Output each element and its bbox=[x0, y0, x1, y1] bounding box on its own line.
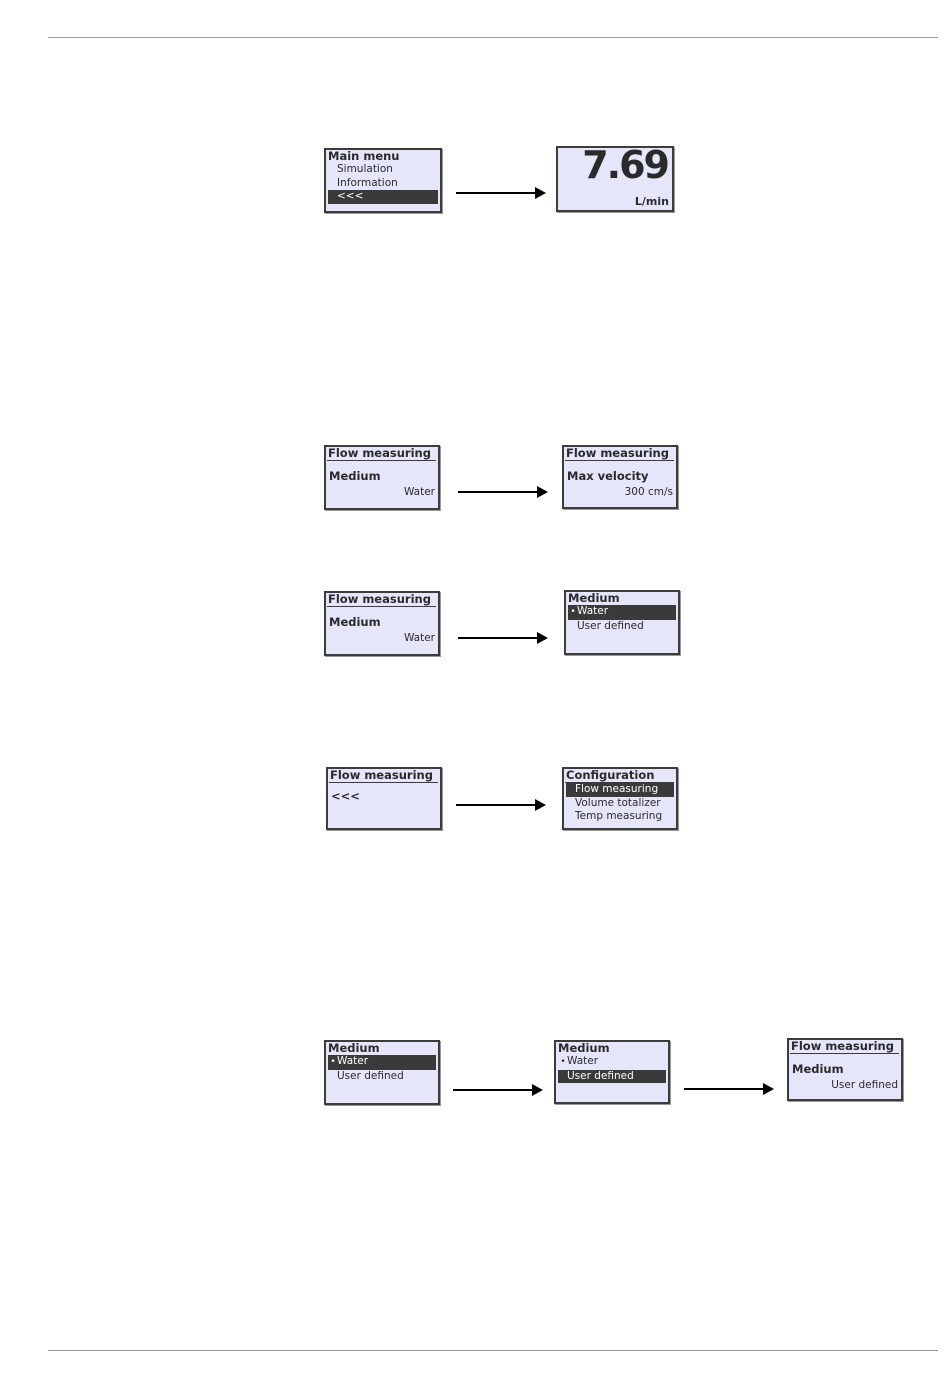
menu-item-simulation[interactable]: Simulation bbox=[337, 163, 393, 175]
option-water[interactable]: •Water bbox=[558, 1055, 666, 1070]
param-label: Max velocity bbox=[567, 469, 649, 483]
lcd-flow-medium: Flow measuring Medium Water bbox=[324, 445, 440, 510]
param-label: Medium bbox=[329, 469, 381, 483]
option-user-defined[interactable]: User defined bbox=[558, 1069, 666, 1083]
bullet-icon: • bbox=[570, 607, 576, 617]
lcd-configuration: Configuration Flow measuring Volume tota… bbox=[562, 767, 678, 830]
lcd-title: Configuration bbox=[565, 769, 674, 783]
param-value: Water bbox=[403, 486, 435, 498]
lcd-title: Flow measuring bbox=[565, 447, 674, 461]
lcd-medium-select: Medium •Water User defined bbox=[324, 1040, 440, 1105]
lcd-title: Medium bbox=[328, 1041, 380, 1055]
menu-item-information[interactable]: Information bbox=[337, 176, 398, 189]
arrow-right-icon bbox=[684, 1083, 774, 1095]
lcd-flow-medium: Flow measuring Medium Water bbox=[324, 591, 440, 656]
arrow-right-icon bbox=[456, 799, 546, 811]
menu-item-back[interactable]: <<< bbox=[328, 190, 438, 204]
param-value: User defined bbox=[831, 1079, 898, 1091]
lcd-title: Main menu bbox=[328, 149, 400, 163]
footer-rule bbox=[48, 1350, 938, 1351]
lcd-flow-reading: 7.69 L/min bbox=[556, 146, 674, 212]
header-rule bbox=[48, 37, 938, 38]
lcd-title: Flow measuring bbox=[329, 769, 438, 783]
param-value: Water bbox=[403, 632, 435, 644]
lcd-main-menu: Main menu Simulation Information <<< bbox=[324, 148, 442, 213]
lcd-flow-back: Flow measuring <<< bbox=[326, 767, 442, 830]
arrow-right-icon bbox=[458, 632, 548, 644]
param-value: 300 cm/s bbox=[624, 486, 673, 498]
lcd-title: Flow measuring bbox=[327, 447, 436, 461]
lcd-medium-select: Medium •Water User defined bbox=[564, 590, 680, 655]
lcd-title: Flow measuring bbox=[327, 593, 436, 607]
flow-reading-unit: L/min bbox=[634, 195, 669, 208]
param-label: Medium bbox=[792, 1062, 844, 1076]
lcd-flow-user: Flow measuring Medium User defined bbox=[787, 1038, 903, 1101]
back-item[interactable]: <<< bbox=[331, 789, 360, 803]
arrow-right-icon bbox=[458, 486, 548, 498]
config-item-flow[interactable]: Flow measuring bbox=[566, 783, 674, 797]
option-user-defined[interactable]: User defined bbox=[577, 619, 644, 632]
lcd-title: Medium bbox=[558, 1041, 610, 1055]
option-water[interactable]: •Water bbox=[328, 1055, 436, 1070]
lcd-title: Medium bbox=[568, 591, 620, 605]
arrow-right-icon bbox=[456, 187, 546, 199]
lcd-medium-select-user: Medium •Water User defined bbox=[554, 1040, 670, 1104]
param-label: Medium bbox=[329, 615, 381, 629]
option-water[interactable]: •Water bbox=[568, 605, 676, 620]
option-user-defined[interactable]: User defined bbox=[337, 1069, 404, 1082]
arrow-right-icon bbox=[453, 1084, 543, 1096]
config-item-volume[interactable]: Volume totalizer bbox=[575, 796, 661, 809]
config-item-temp[interactable]: Temp measuring bbox=[575, 810, 663, 822]
flow-reading-value: 7.69 bbox=[582, 146, 670, 187]
bullet-icon: • bbox=[560, 1057, 566, 1067]
lcd-title: Flow measuring bbox=[790, 1040, 899, 1054]
bullet-icon: • bbox=[330, 1057, 336, 1067]
lcd-flow-velocity: Flow measuring Max velocity 300 cm/s bbox=[562, 445, 678, 509]
